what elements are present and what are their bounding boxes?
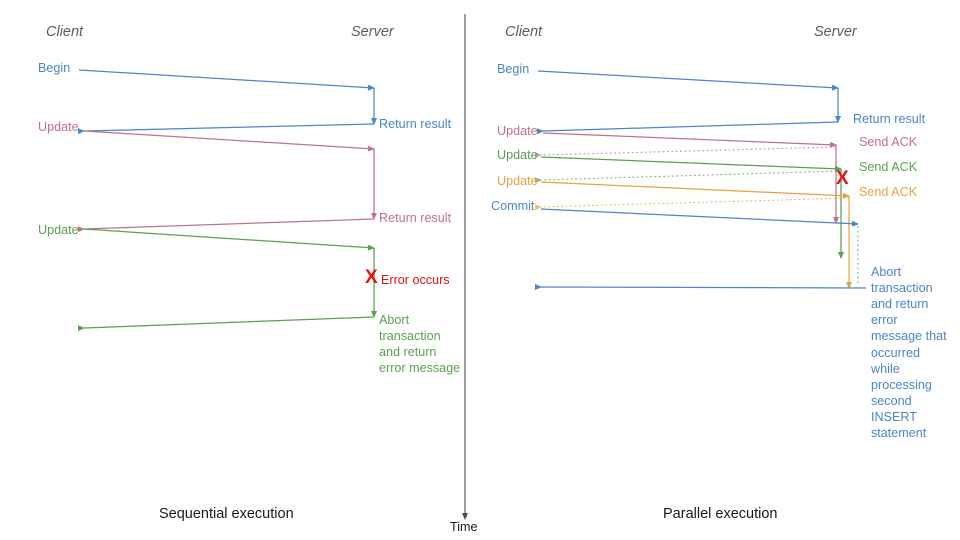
right-arrow-update-pink [542,132,837,148]
right-message-begin: Begin [497,62,530,76]
left-sequence-flow [77,69,377,332]
left-arrow-abort [77,316,375,332]
left-error-occurs-label: Error occurs [381,273,450,287]
right-message-return-result: Return result [853,112,926,126]
right-arrow-return-result [536,121,839,135]
error-x-icon-left: X [365,267,378,288]
right-actor-server-label: Server [814,24,857,40]
left-arrow-return-result-1 [77,123,375,135]
right-sequence-flow [534,70,867,290]
right-ack-green [534,170,842,184]
left-message-update-1: Update [38,120,79,134]
right-message-update-green: Update [497,148,538,162]
left-message-return-result-1: Return result [379,117,452,131]
left-panel-caption: Sequential execution [159,506,294,522]
left-abort-note: Abort transaction and return error messa… [379,313,461,376]
right-message-commit: Commit [491,199,535,213]
left-arrow-update-1 [83,130,375,152]
left-arrow-begin [78,69,375,91]
left-actor-client-label: Client [46,24,84,40]
left-arrow-update-2 [83,228,375,251]
right-arrow-update-green [540,156,842,172]
right-message-update-orange: Update [497,174,538,188]
right-ack-pink [534,146,837,159]
left-arrow-return-result-2 [77,218,375,233]
right-message-send-ack-green: Send ACK [859,160,918,174]
right-message-send-ack-orange: Send ACK [859,185,918,199]
right-arrow-begin [537,70,839,91]
right-arrow-update-orange [540,181,850,199]
right-abort-note: Abort transaction and return error messa… [871,265,947,441]
right-arrow-commit [540,208,859,227]
time-axis-label: Time [450,520,478,534]
left-message-begin: Begin [38,61,71,75]
left-message-update-2: Update [38,223,79,237]
error-x-icon-right: X [836,168,849,189]
right-ack-orange [534,197,850,211]
right-message-update-pink: Update [497,124,538,138]
right-arrow-abort [534,283,867,290]
left-message-return-result-2: Return result [379,211,452,225]
right-actor-client-label: Client [505,24,543,40]
right-message-send-ack-pink: Send ACK [859,135,918,149]
left-actor-server-label: Server [351,24,394,40]
right-panel-caption: Parallel execution [663,506,778,522]
